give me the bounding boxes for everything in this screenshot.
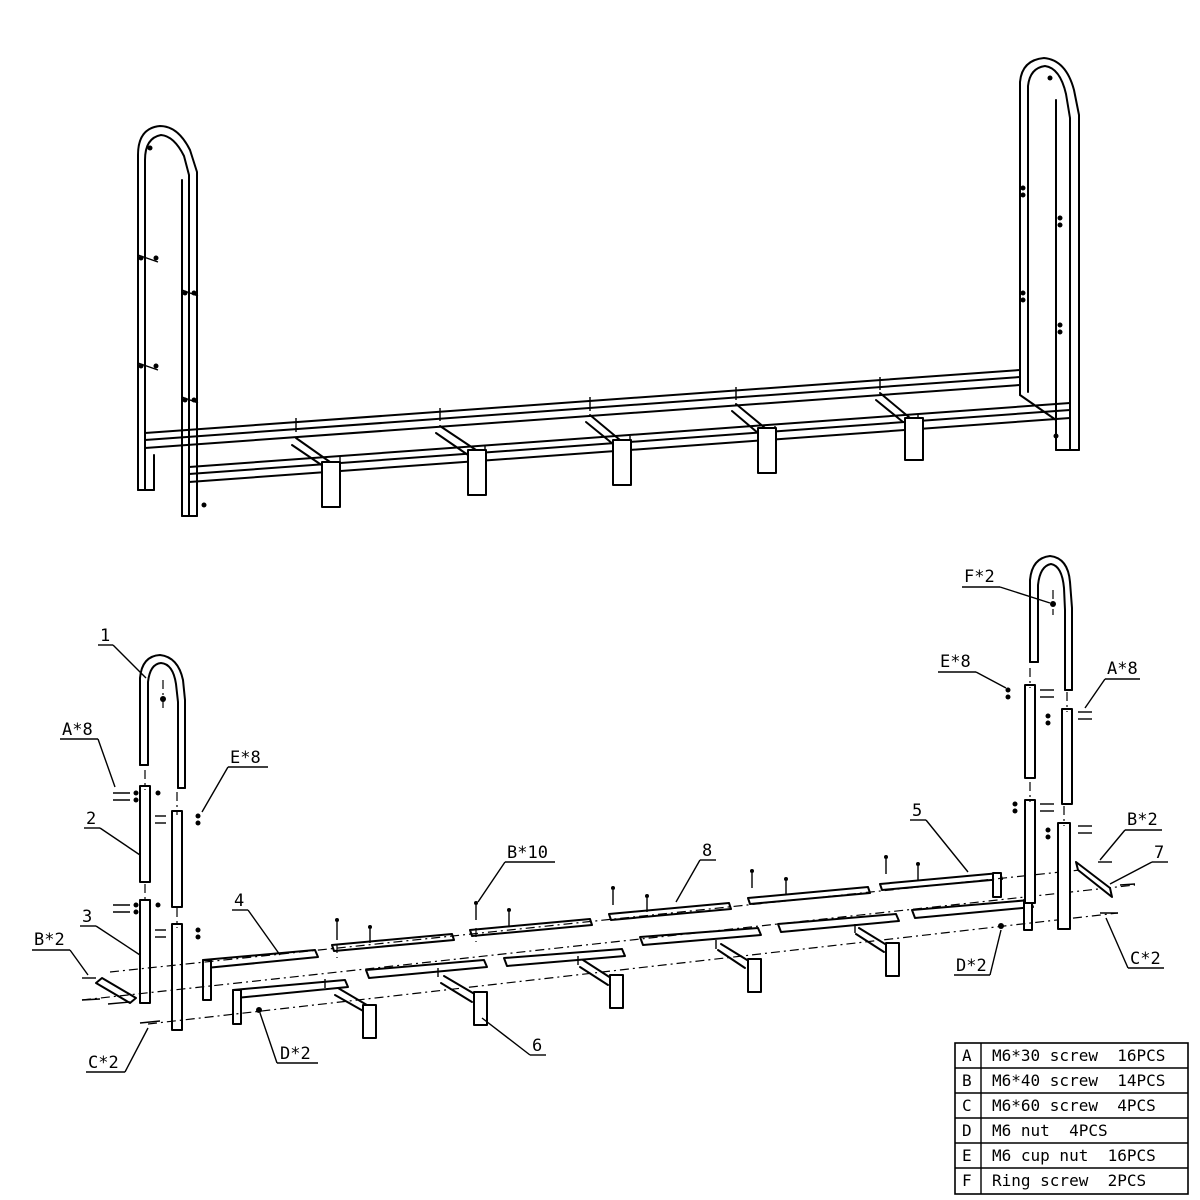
callout-e8-right: E*8 bbox=[938, 652, 1007, 689]
parts-code: E bbox=[962, 1146, 972, 1165]
parts-desc: M6*60 screw 4PCS bbox=[992, 1096, 1156, 1115]
callout-b10: B*10 bbox=[477, 843, 555, 903]
callout-label-b2-left: B*2 bbox=[34, 930, 65, 950]
assembled-feet bbox=[291, 392, 1057, 508]
parts-row: F Ring screw 2PCS bbox=[962, 1171, 1146, 1190]
parts-row: E M6 cup nut 16PCS bbox=[962, 1146, 1156, 1165]
parts-desc: M6*40 screw 14PCS bbox=[992, 1071, 1165, 1090]
callout-label-e8-left: E*8 bbox=[230, 748, 261, 768]
assembly-axes bbox=[81, 869, 1136, 1025]
callout-part-5: 5 bbox=[910, 801, 969, 873]
callout-part-6: 6 bbox=[481, 1017, 546, 1056]
parts-code: C bbox=[962, 1096, 972, 1115]
callout-f2: F*2 bbox=[962, 567, 1051, 604]
callout-part-2: 2 bbox=[84, 809, 141, 856]
left-fasteners bbox=[113, 790, 201, 940]
parts-row: A M6*30 screw 16PCS bbox=[962, 1046, 1165, 1065]
callout-c2-left: C*2 bbox=[86, 1027, 149, 1073]
callout-label-3: 3 bbox=[82, 907, 92, 927]
left-nut-d bbox=[256, 1007, 262, 1013]
left-tubes-part-2 bbox=[139, 770, 183, 908]
right-nut-d bbox=[998, 923, 1004, 929]
callout-label-f2: F*2 bbox=[964, 567, 995, 587]
parts-code: D bbox=[962, 1121, 972, 1140]
callout-part-3: 3 bbox=[80, 907, 141, 956]
callout-label-d2-right: D*2 bbox=[956, 956, 987, 976]
part-6-rail bbox=[232, 899, 1034, 1039]
parts-desc: Ring screw 2PCS bbox=[992, 1171, 1146, 1190]
callout-b2-left: B*2 bbox=[32, 930, 89, 976]
callout-label-b2-right: B*2 bbox=[1127, 810, 1158, 830]
callout-part-7: 7 bbox=[1109, 843, 1168, 885]
parts-table: A M6*30 screw 16PCS B M6*40 screw 14PCS … bbox=[954, 1042, 1189, 1195]
callout-c2-right: C*2 bbox=[1105, 917, 1164, 969]
callout-label-8: 8 bbox=[702, 841, 712, 861]
right-tubes bbox=[1005, 668, 1092, 930]
parts-row: D M6 nut 4PCS bbox=[962, 1121, 1108, 1140]
right-bracket-part-7 bbox=[1075, 861, 1136, 914]
callout-label-c2-left: C*2 bbox=[88, 1053, 119, 1073]
callout-label-d2-left: D*2 bbox=[280, 1044, 311, 1064]
parts-row: B M6*40 screw 14PCS bbox=[962, 1071, 1165, 1090]
callout-label-5: 5 bbox=[912, 801, 922, 821]
callout-part-4: 4 bbox=[232, 891, 281, 956]
callout-label-a8-left: A*8 bbox=[62, 720, 93, 740]
callout-label-7: 7 bbox=[1154, 843, 1164, 863]
parts-desc: M6 cup nut 16PCS bbox=[992, 1146, 1156, 1165]
left-tubes-part-3 bbox=[139, 884, 183, 1031]
callout-part-1: 1 bbox=[98, 626, 147, 679]
callout-d2-right: D*2 bbox=[954, 929, 1002, 976]
callout-label-e8-right: E*8 bbox=[940, 652, 971, 672]
callout-label-b10: B*10 bbox=[507, 843, 548, 863]
part-4-rail bbox=[202, 949, 319, 1001]
assembled-back-rails bbox=[144, 369, 1021, 449]
callout-a8-right: A*8 bbox=[1084, 659, 1140, 709]
assembled-rack bbox=[137, 57, 1080, 517]
parts-row: C M6*60 screw 4PCS bbox=[962, 1096, 1156, 1115]
callout-label-4: 4 bbox=[234, 891, 244, 911]
assembled-left-hoop bbox=[137, 125, 207, 517]
callout-label-6: 6 bbox=[532, 1036, 542, 1056]
callouts: 1 A*8 E*8 2 3 B*2 bbox=[32, 567, 1168, 1073]
callout-label-2: 2 bbox=[86, 809, 96, 829]
parts-desc: M6 nut 4PCS bbox=[992, 1121, 1108, 1140]
callout-e8-left: E*8 bbox=[201, 748, 268, 813]
callout-b2-right: B*2 bbox=[1099, 810, 1162, 861]
exploded-view bbox=[81, 555, 1136, 1039]
callout-d2-left: D*2 bbox=[259, 1012, 318, 1064]
left-hoop-part bbox=[139, 654, 186, 789]
assembled-right-hoop bbox=[1019, 57, 1080, 451]
parts-desc: M6*30 screw 16PCS bbox=[992, 1046, 1165, 1065]
parts-code: B bbox=[962, 1071, 972, 1090]
callout-label-a8-right: A*8 bbox=[1107, 659, 1138, 679]
callout-label-1: 1 bbox=[100, 626, 110, 646]
callout-label-c2-right: C*2 bbox=[1130, 949, 1161, 969]
parts-code: F bbox=[962, 1171, 972, 1190]
callout-a8-left: A*8 bbox=[60, 720, 116, 788]
parts-code: A bbox=[962, 1046, 972, 1065]
right-hoop-part bbox=[1029, 555, 1073, 691]
callout-part-8: 8 bbox=[675, 841, 716, 903]
